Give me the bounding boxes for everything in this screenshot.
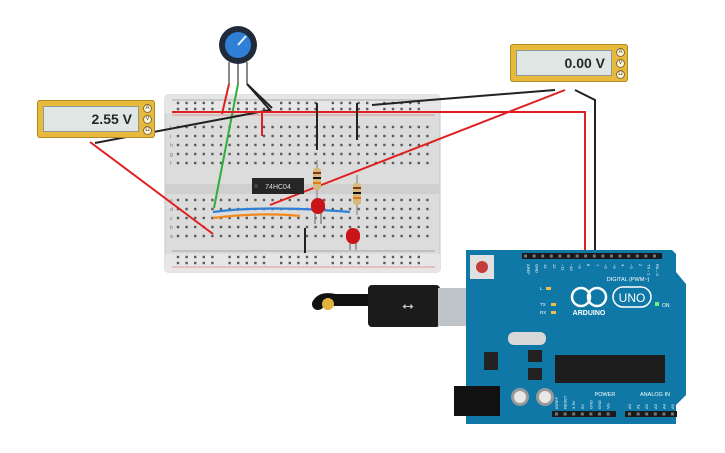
multimeter-left[interactable]: 2.55 V A V Ω [37, 100, 155, 138]
row-letter: d [170, 207, 173, 213]
analog-pin-label: A4 [661, 403, 666, 409]
power-pin-label: RESET [563, 395, 568, 409]
ohm-mode-knob[interactable]: Ω [143, 126, 152, 135]
power-pin-label: GND [588, 400, 593, 409]
arduino-brand: ARDUINO [573, 310, 606, 317]
analog-pin-label: A5 [670, 403, 675, 409]
usb-icon: ⭤ [402, 298, 413, 314]
volt-mode-knob[interactable]: V [616, 59, 625, 68]
ic-chip-74hc04[interactable]: 74HC04 [252, 178, 304, 194]
led-label-l: L [540, 286, 543, 291]
digital-pin-label: GND [535, 264, 540, 273]
multimeter-right[interactable]: 0.00 V A V Ω [510, 44, 628, 82]
power-pin-label: 3.3V [571, 400, 576, 409]
ohm-mode-knob[interactable]: Ω [616, 70, 625, 79]
digital-pin-label: ~10 [569, 264, 574, 272]
digital-pin-label: ~6 [603, 264, 608, 269]
row-letter: a [170, 234, 173, 240]
analog-label: ANALOG IN [640, 392, 670, 398]
digital-pin-label: AREF [526, 264, 531, 275]
power-pin-label: IOREF [554, 396, 559, 409]
row-letter: h [170, 143, 173, 149]
row-letter: g [170, 152, 173, 158]
power-label: POWER [595, 392, 616, 398]
resistor-2[interactable] [353, 175, 361, 215]
row-letter: i [170, 134, 171, 140]
digital-pin-label: 4 [621, 264, 626, 267]
led-label-rx: RX [540, 310, 546, 315]
row-letter: b [170, 225, 173, 231]
analog-pin-label: A0 [627, 403, 632, 409]
amp-mode-knob[interactable]: A [616, 48, 625, 57]
digital-pin-label: ~9 [578, 264, 583, 269]
digital-label: DIGITAL (PWM~) [607, 277, 650, 283]
digital-pin-label: TX→1 [646, 264, 651, 276]
led-1[interactable] [311, 198, 325, 224]
volt-mode-knob[interactable]: V [143, 115, 152, 124]
digital-pin-label: 12 [552, 264, 557, 269]
potentiometer[interactable] [219, 26, 257, 84]
power-pin-label: GND [597, 400, 602, 409]
led-label-tx: TX [540, 302, 546, 307]
digital-pin-label: ~3 [629, 264, 634, 269]
analog-pin-label: A3 [653, 403, 658, 409]
amp-mode-knob[interactable]: A [143, 104, 152, 113]
row-letter: f [170, 161, 172, 167]
digital-pin-label: ~11 [560, 264, 565, 271]
power-pin-label: Vin [606, 403, 611, 409]
digital-pin-label: 7 [595, 264, 600, 267]
row-letter: c [170, 216, 173, 222]
on-label: ON [662, 303, 670, 309]
digital-pin-label: ~5 [612, 264, 617, 269]
arduino-model: UNO [619, 291, 646, 305]
analog-pin-label: A1 [636, 403, 641, 409]
digital-pin-label: RX←0 [655, 264, 660, 277]
multimeter-right-reading: 0.00 V [516, 50, 612, 76]
row-letter: e [170, 198, 173, 204]
chip-label: 74HC04 [265, 184, 291, 191]
led-2[interactable] [346, 228, 360, 250]
digital-pin-label: 8 [586, 264, 591, 267]
resistor-1[interactable] [313, 160, 321, 200]
multimeter-left-reading: 2.55 V [43, 106, 139, 132]
analog-pin-label: A2 [644, 403, 649, 409]
power-pin-label: 5V [580, 404, 585, 409]
digital-pin-label: 13 [543, 264, 548, 269]
digital-pin-label: 2 [638, 264, 643, 267]
